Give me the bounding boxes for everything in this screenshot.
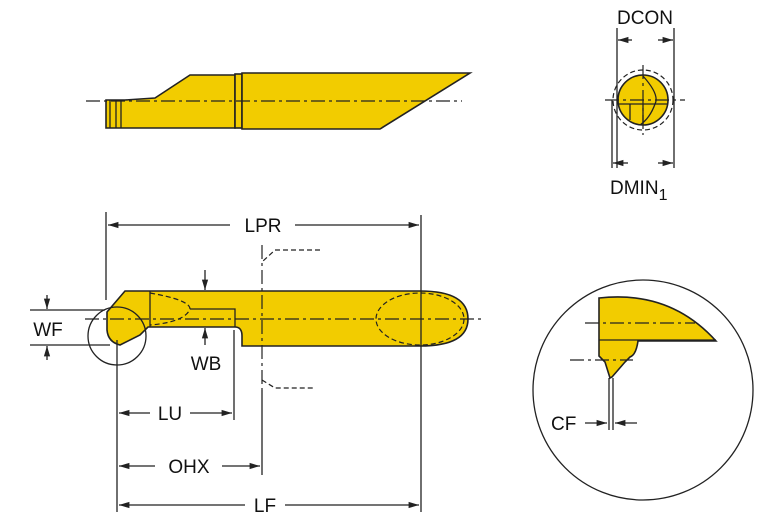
- lu-label: LU: [158, 404, 182, 425]
- wb-label: WB: [191, 354, 222, 375]
- dcon-label: DCON: [617, 8, 673, 29]
- lf-label: LF: [254, 496, 276, 517]
- wf-label: WF: [33, 320, 63, 341]
- cf-label: CF: [551, 414, 576, 435]
- side-view: LPR WF WB LU OHX LF: [30, 212, 485, 517]
- dmin-label: DMIN1: [610, 178, 668, 204]
- detail-view: CF: [532, 279, 754, 501]
- top-view: [86, 72, 473, 130]
- ohx-label: OHX: [168, 457, 210, 478]
- end-view: DCON DMIN1: [605, 8, 685, 204]
- lpr-label: LPR: [245, 216, 282, 237]
